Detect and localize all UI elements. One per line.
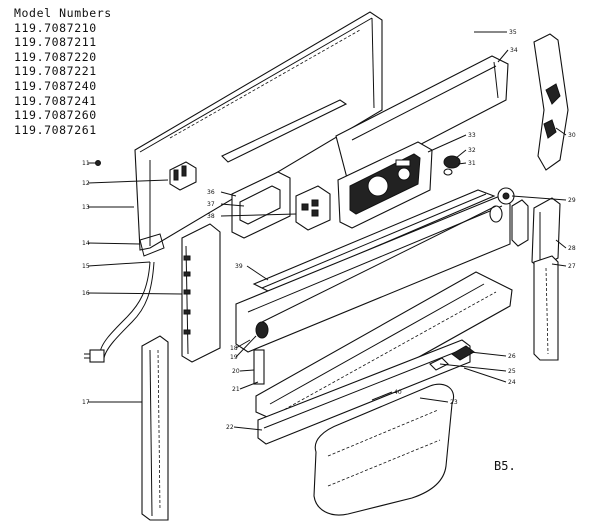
bottom-trim — [257, 339, 471, 445]
callout-20: 20 — [232, 368, 240, 375]
callout-leaders — [87, 31, 567, 431]
callout-12: 12 — [82, 180, 90, 187]
callout-25: 25 — [508, 368, 516, 375]
right-side-trim — [533, 255, 559, 361]
model-number: 119.7087260 — [14, 108, 97, 123]
lamp-socket — [497, 187, 515, 205]
callout-22: 22 — [226, 424, 234, 431]
callout-23: 23 — [450, 399, 458, 406]
screw — [95, 160, 101, 166]
callout-32: 32 — [468, 147, 476, 154]
callout-33: 33 — [468, 132, 476, 139]
timer-knob — [443, 155, 461, 176]
model-number: 119.7087211 — [14, 35, 97, 50]
right-small-bracket — [511, 199, 529, 247]
model-number: 119.7087210 — [14, 20, 97, 35]
mounting-clip — [429, 345, 475, 371]
model-number: 119.7087221 — [14, 64, 97, 79]
callout-16: 16 — [82, 290, 90, 297]
lamp-housing — [235, 195, 511, 353]
callout-30: 30 — [568, 132, 576, 139]
left-end-bracket — [181, 223, 221, 363]
switch-bracket — [231, 171, 331, 239]
callout-37: 37 — [207, 201, 215, 208]
model-numbers-title: Model Numbers — [14, 6, 112, 20]
back-panel — [134, 11, 383, 251]
model-number: 119.7087241 — [14, 93, 97, 108]
callout-35: 35 — [509, 29, 517, 36]
callout-11: 11 — [82, 160, 90, 167]
light-diffuser — [255, 271, 513, 429]
callout-34: 34 — [510, 47, 518, 54]
callout-14: 14 — [82, 240, 90, 247]
callout-19: 19 — [230, 354, 238, 361]
callout-18: 18 — [230, 345, 238, 352]
callout-31: 31 — [468, 160, 476, 167]
callout-labels: 11 12 13 14 15 16 17 18 19 20 21 22 23 2… — [82, 29, 576, 431]
power-cord — [84, 233, 165, 363]
control-panel-top — [335, 55, 509, 183]
callout-21: 21 — [232, 386, 240, 393]
callout-29: 29 — [568, 197, 576, 204]
end-cap — [253, 349, 265, 385]
callout-13: 13 — [82, 204, 90, 211]
left-side-trim — [141, 335, 169, 521]
callout-24: 24 — [508, 379, 516, 386]
callout-39: 39 — [235, 263, 243, 270]
callout-36: 36 — [207, 189, 215, 196]
model-number: 119.7087220 — [14, 49, 97, 64]
lens-cover — [313, 383, 454, 516]
callout-17: 17 — [82, 399, 90, 406]
model-number: 119.7087261 — [14, 122, 97, 137]
model-number: 119.7087240 — [14, 78, 97, 93]
right-top-bracket — [533, 33, 569, 171]
callout-27: 27 — [568, 263, 576, 270]
callout-15: 15 — [82, 263, 90, 270]
right-end-bracket — [531, 197, 561, 269]
callout-40: 40 — [394, 389, 402, 396]
callout-28: 28 — [568, 245, 576, 252]
long-trim-rail — [252, 189, 496, 293]
clock-timer-panel — [337, 141, 433, 229]
model-numbers-block: Model Numbers 119.7087210 119.7087211 11… — [14, 6, 112, 137]
callout-26: 26 — [508, 353, 516, 360]
callout-38: 38 — [207, 213, 215, 220]
top-trim-strip — [221, 99, 348, 163]
figure-label: B5. — [494, 459, 516, 473]
terminal-block — [169, 161, 197, 191]
